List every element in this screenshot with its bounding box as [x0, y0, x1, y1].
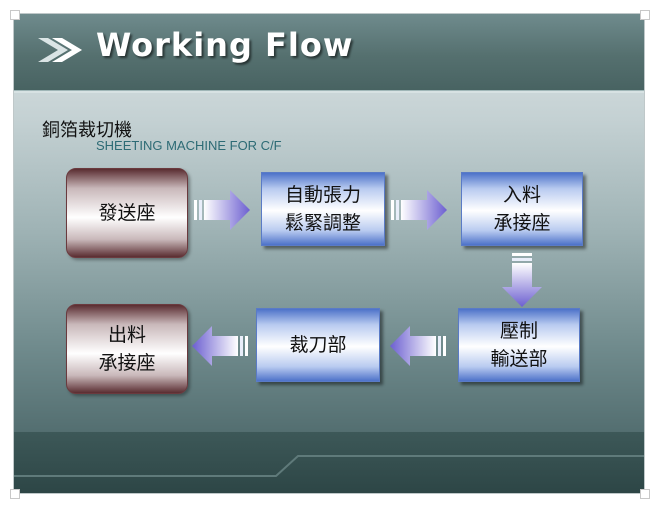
header-band: Working Flow — [14, 14, 644, 91]
arrow-down-icon — [502, 253, 542, 307]
frame-corner — [10, 489, 20, 499]
slide: Working Flow 銅箔裁切機 SHEETING MACHINE FOR … — [14, 14, 644, 493]
flow-step-press-conveyor: 壓制 輸送部 — [458, 308, 580, 382]
frame-corner — [640, 10, 650, 20]
arrow-right-icon — [391, 190, 447, 230]
arrow-right-icon — [194, 190, 250, 230]
footer-band — [14, 432, 644, 493]
flow-step-feeder: 發送座 — [66, 168, 188, 258]
arrow-left-icon — [192, 326, 248, 366]
arrow-left-icon — [390, 326, 446, 366]
frame-corner — [10, 10, 20, 20]
flow-step-tension: 自動張力 鬆緊調整 — [261, 172, 385, 246]
flow-step-infeed: 入料 承接座 — [461, 172, 583, 246]
header-divider — [14, 91, 644, 93]
chevron-logo-icon — [38, 38, 82, 62]
page-title: Working Flow — [96, 26, 354, 64]
machine-name-cn: 銅箔裁切機 — [42, 120, 132, 141]
frame-corner — [640, 489, 650, 499]
flow-step-cutter: 裁刀部 — [256, 308, 380, 382]
machine-name-en: SHEETING MACHINE FOR C/F — [96, 138, 282, 153]
flow-step-outfeed: 出料 承接座 — [66, 304, 188, 394]
footer-divider — [14, 455, 644, 477]
